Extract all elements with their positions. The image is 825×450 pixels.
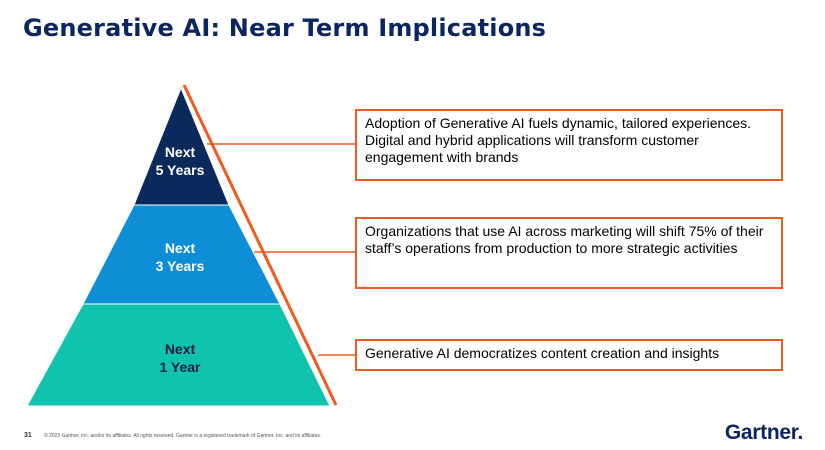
pyramid-outline	[182, 84, 338, 406]
implication-box-1-year: Generative AI democratizes content creat…	[355, 339, 783, 371]
page-number: 31	[24, 432, 32, 439]
implication-box-3-years: Organizations that use AI across marketi…	[355, 217, 783, 289]
tier-bottom-shape	[26, 303, 331, 407]
logo-dot: .	[797, 421, 803, 444]
tier-label-line2: 5 Years	[155, 162, 205, 178]
tier-label-5-years: Next 5 Years	[140, 143, 220, 179]
tier-label-3-years: Next 3 Years	[140, 239, 220, 275]
page-title: Generative AI: Near Term Implications	[23, 14, 547, 42]
logo-text: Gartner	[724, 421, 798, 444]
gartner-logo: Gartner.	[725, 421, 803, 445]
tier-label-line2: 1 Year	[159, 359, 201, 375]
copyright-notice: © 2023 Gartner, Inc. and/or its affiliat…	[44, 433, 322, 439]
tier-label-line1: Next	[164, 240, 196, 256]
tier-label-line1: Next	[164, 144, 196, 160]
tier-label-line2: 3 Years	[155, 258, 205, 274]
tier-label-line1: Next	[164, 341, 196, 357]
implication-box-5-years: Adoption of Generative AI fuels dynamic,…	[355, 109, 783, 181]
tier-label-1-year: Next 1 Year	[140, 340, 220, 376]
